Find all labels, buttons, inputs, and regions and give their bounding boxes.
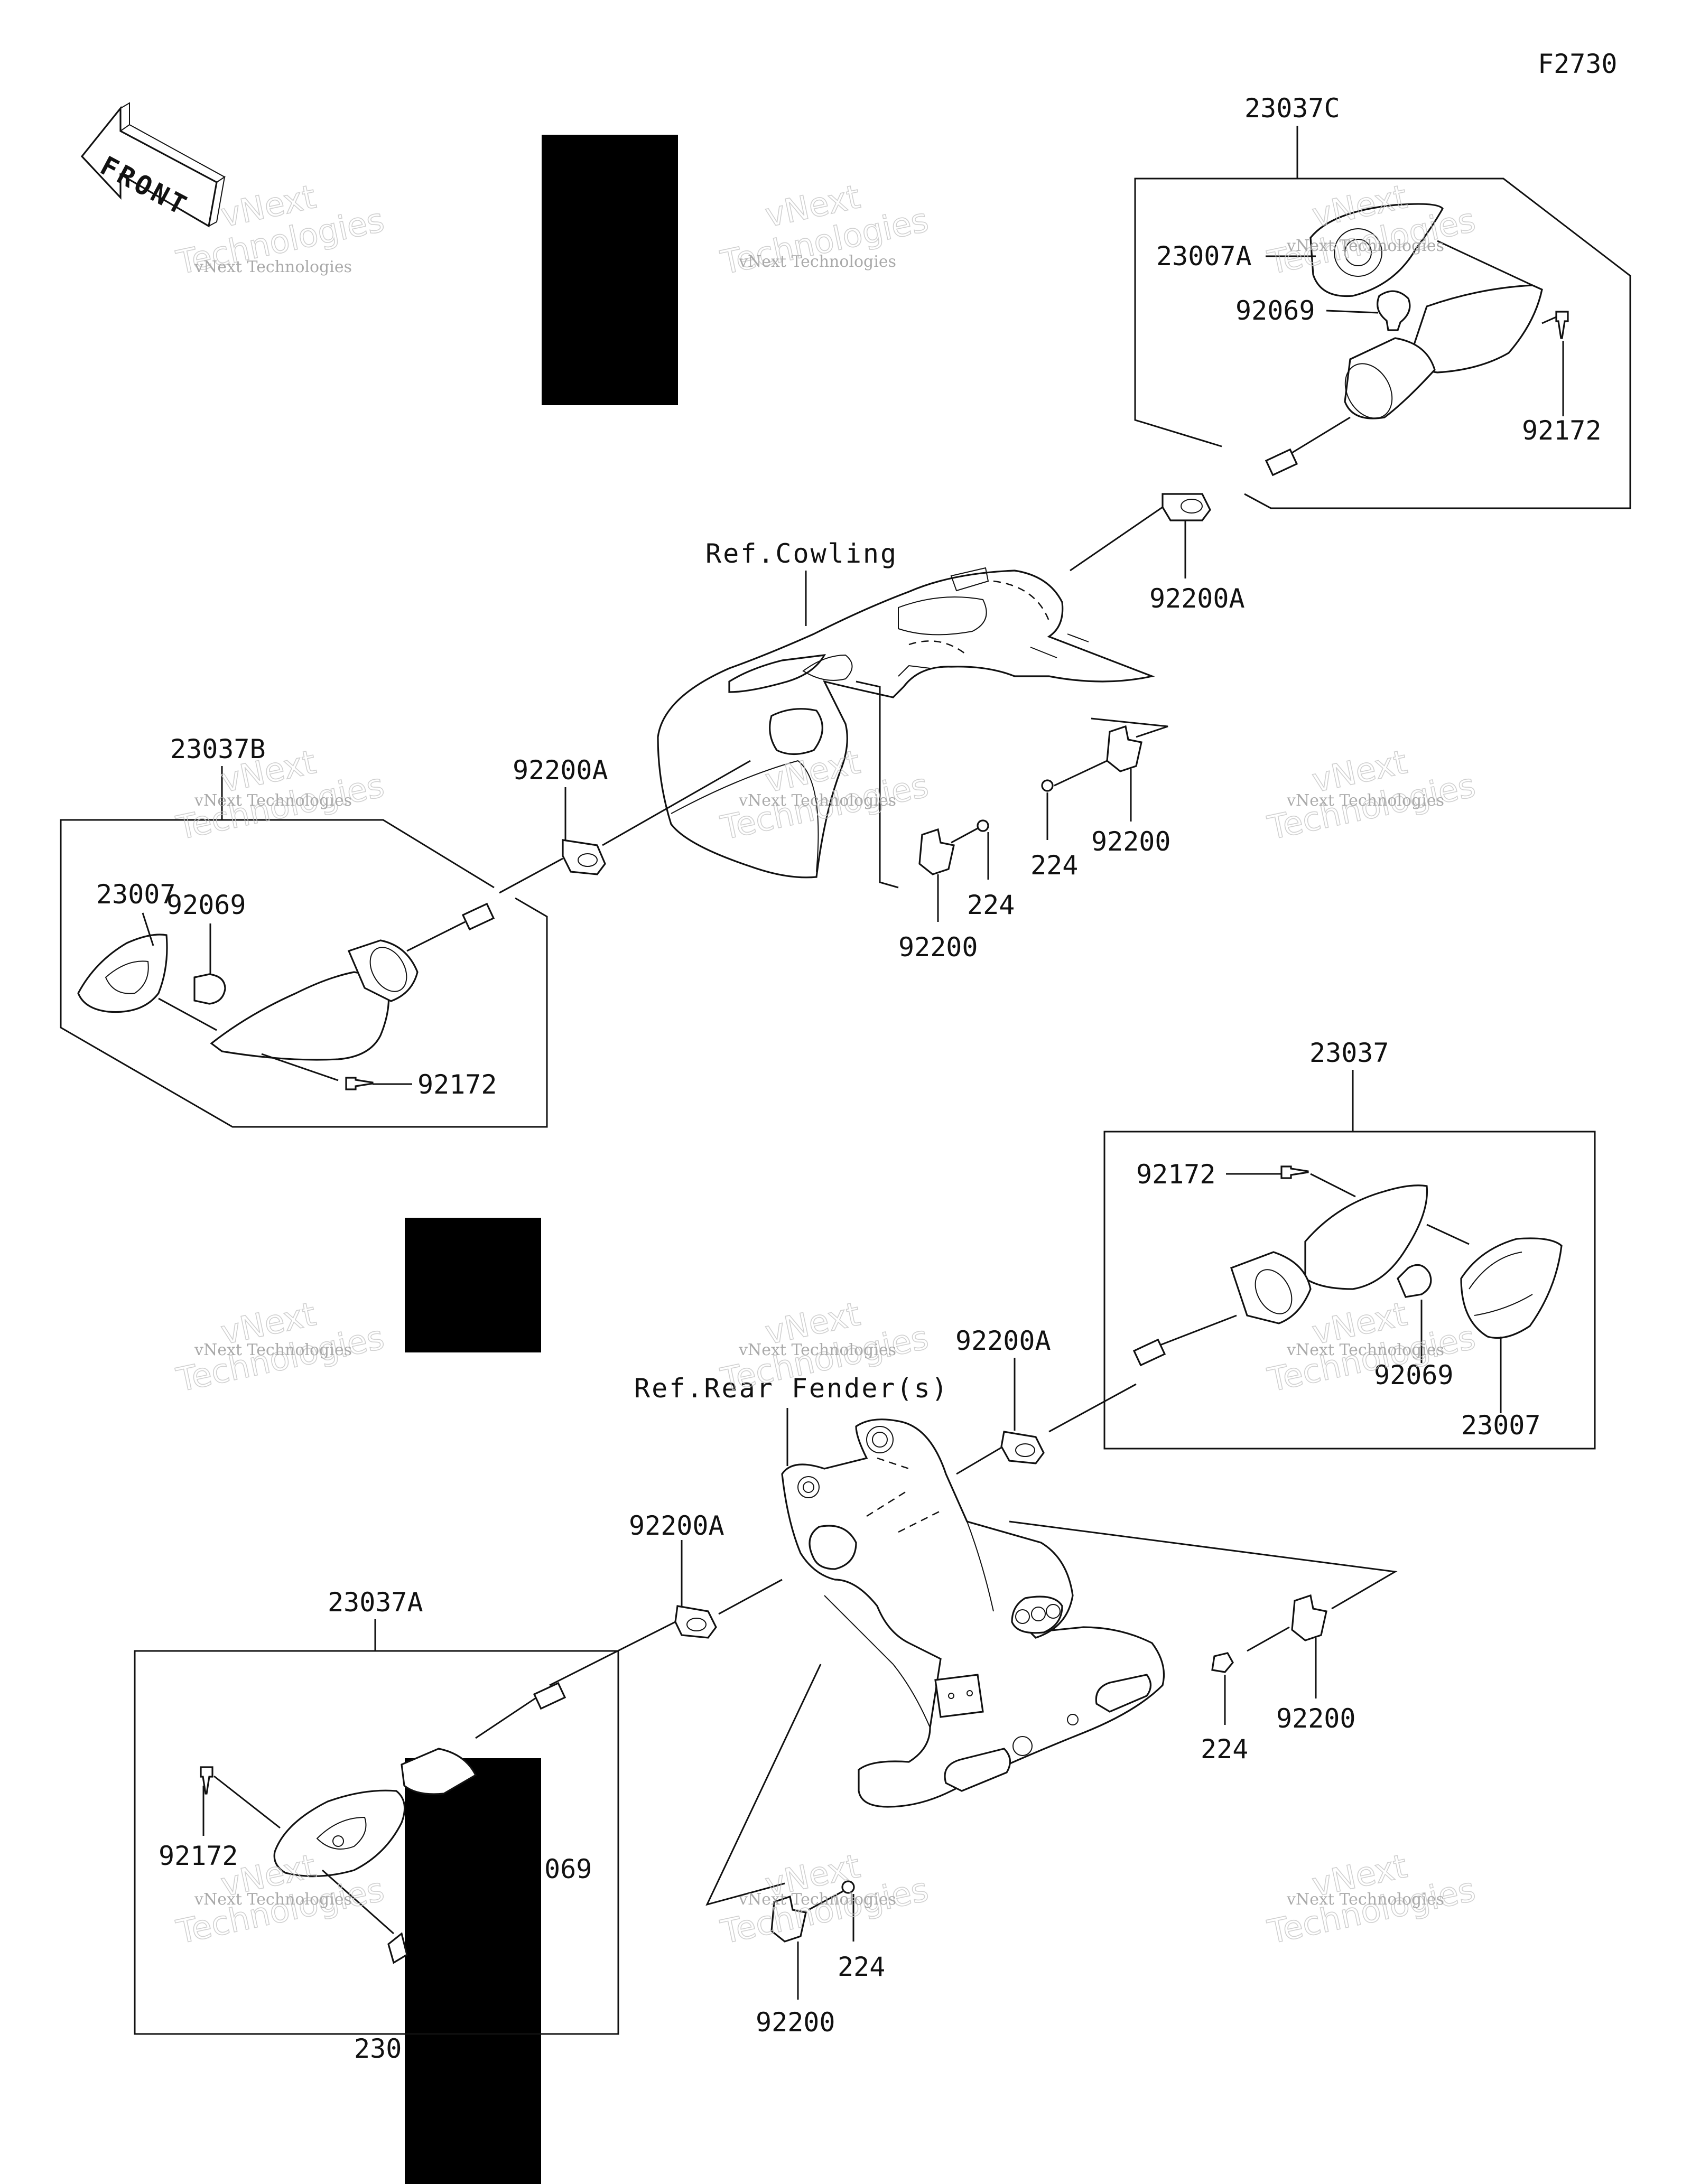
grommet-rear-right: 92200A (955, 1326, 1137, 1475)
watermark-caption: vNext Technologies (194, 1341, 352, 1359)
label-clip-rear-b: 92200 (756, 2007, 835, 2038)
assembly-front-right: 23037C 23007A 92069 92172 (1134, 93, 1631, 509)
label-clip-front-a: 92200 (1091, 826, 1171, 857)
watermark-caption: vNext Technologies (194, 258, 352, 276)
nut-rear-b: 224 (808, 1880, 885, 1982)
lens-rear-left-partial (387, 1932, 408, 1964)
assembly-front-left: 23037B 23007 92069 92172 (60, 734, 548, 1128)
screw-front-right (1555, 311, 1569, 339)
screw-front-left (345, 1077, 374, 1090)
label-assy-rear-right: 23037 (1309, 1038, 1389, 1068)
label-lens-rear-right: 23007 (1461, 1410, 1541, 1441)
label-screw-rear-left: 92172 (159, 1841, 238, 1871)
watermark-caption: vNext Technologies (738, 1890, 896, 1909)
nut-front-b: 224 (951, 819, 1015, 920)
watermark-caption: vNext Technologies (1286, 1890, 1444, 1909)
watermark-caption: vNext Technologies (1286, 237, 1444, 255)
label-clip-front-b: 92200 (898, 932, 978, 963)
watermark-caption: vNext Technologies (194, 1890, 352, 1909)
label-bulb-front-right: 92069 (1235, 295, 1315, 326)
clip-rear-a: 92200 (1276, 1594, 1356, 1734)
cowling-reference: Ref.Cowling (657, 538, 1168, 889)
watermark-caption: vNext Technologies (738, 1341, 896, 1359)
watermark: vNext Technologies (1264, 742, 1479, 847)
label-screw-rear-right: 92172 (1136, 1159, 1216, 1190)
label-nut-rear-b: 224 (838, 1952, 885, 1982)
redaction-block-bottom (405, 1758, 541, 2184)
housing-rear-right (1304, 1184, 1428, 1290)
label-screw-front-right: 92172 (1522, 415, 1602, 446)
label-assy-front-left: 23037B (170, 734, 266, 764)
label-clip-rear-a: 92200 (1276, 1703, 1356, 1734)
grommet-rear-left: 92200A (549, 1510, 783, 1686)
grommet-front-left: 92200A (499, 755, 751, 894)
label-bulb-rear-left-partial: 069 (544, 1854, 592, 1884)
housing-rear-left (273, 1789, 406, 1878)
lens-front-right (1309, 203, 1444, 297)
nut-rear-a: 224 (1201, 1626, 1290, 1765)
assembly-rear-left: 23037A 92172 069 230 (134, 1587, 619, 2064)
watermark-caption: vNext Technologies (1286, 791, 1444, 810)
label-grommet-rear-right: 92200A (955, 1326, 1051, 1356)
label-screw-front-left: 92172 (417, 1069, 497, 1100)
label-nut-front-a: 224 (1030, 850, 1078, 881)
grommet-front-right: 92200A (1070, 493, 1245, 614)
clip-front-a: 92200 (1091, 725, 1171, 857)
screw-rear-left (200, 1766, 213, 1795)
label-assy-front-right: 23037C (1244, 93, 1340, 124)
bulb-front-right (1377, 290, 1411, 331)
label-lens-rear-left-partial: 230 (354, 2033, 402, 2064)
label-lens-front-right: 23007A (1156, 241, 1252, 272)
bulb-rear-right (1397, 1264, 1432, 1298)
nut-front-a: 224 (1030, 760, 1108, 881)
front-direction-arrow-icon: FRONT (80, 102, 226, 228)
label-grommet-front-left: 92200A (513, 755, 608, 786)
lens-rear-right (1460, 1237, 1563, 1339)
label-ref-rear-fender: Ref.Rear Fender(s) (634, 1373, 949, 1404)
watermark-caption: vNext Technologies (194, 791, 352, 810)
diagram-code: F2730 (1538, 49, 1618, 79)
label-nut-rear-a: 224 (1201, 1734, 1248, 1765)
lens-front-left (77, 934, 168, 1013)
assembly-rear-right: 23037 92172 92069 23007 (1103, 1038, 1596, 1450)
label-grommet-front-right: 92200A (1149, 583, 1245, 614)
label-bulb-front-left: 92069 (166, 890, 246, 920)
watermark-group: vNext Technologies vNext Technologies vN… (173, 176, 1479, 1952)
watermark-caption: vNext Technologies (1286, 1341, 1444, 1359)
label-bulb-rear-right: 92069 (1374, 1360, 1454, 1390)
screw-rear-right (1280, 1165, 1309, 1179)
label-lens-front-left: 23007 (96, 879, 176, 910)
label-ref-cowling: Ref.Cowling (705, 538, 898, 569)
watermark-caption: vNext Technologies (738, 791, 896, 810)
redaction-block-top (542, 135, 678, 405)
clip-rear-b: 92200 (756, 1895, 835, 2038)
redaction-block-middle (405, 1218, 541, 1352)
bulb-front-left (193, 973, 226, 1005)
rear-fender-reference: Ref.Rear Fender(s) (634, 1373, 1398, 1906)
label-assy-rear-left: 23037A (328, 1587, 423, 1618)
clip-front-b: 92200 (898, 828, 978, 963)
label-grommet-rear-left: 92200A (629, 1510, 724, 1541)
label-nut-front-b: 224 (967, 890, 1015, 920)
watermark-caption: vNext Technologies (738, 253, 896, 271)
